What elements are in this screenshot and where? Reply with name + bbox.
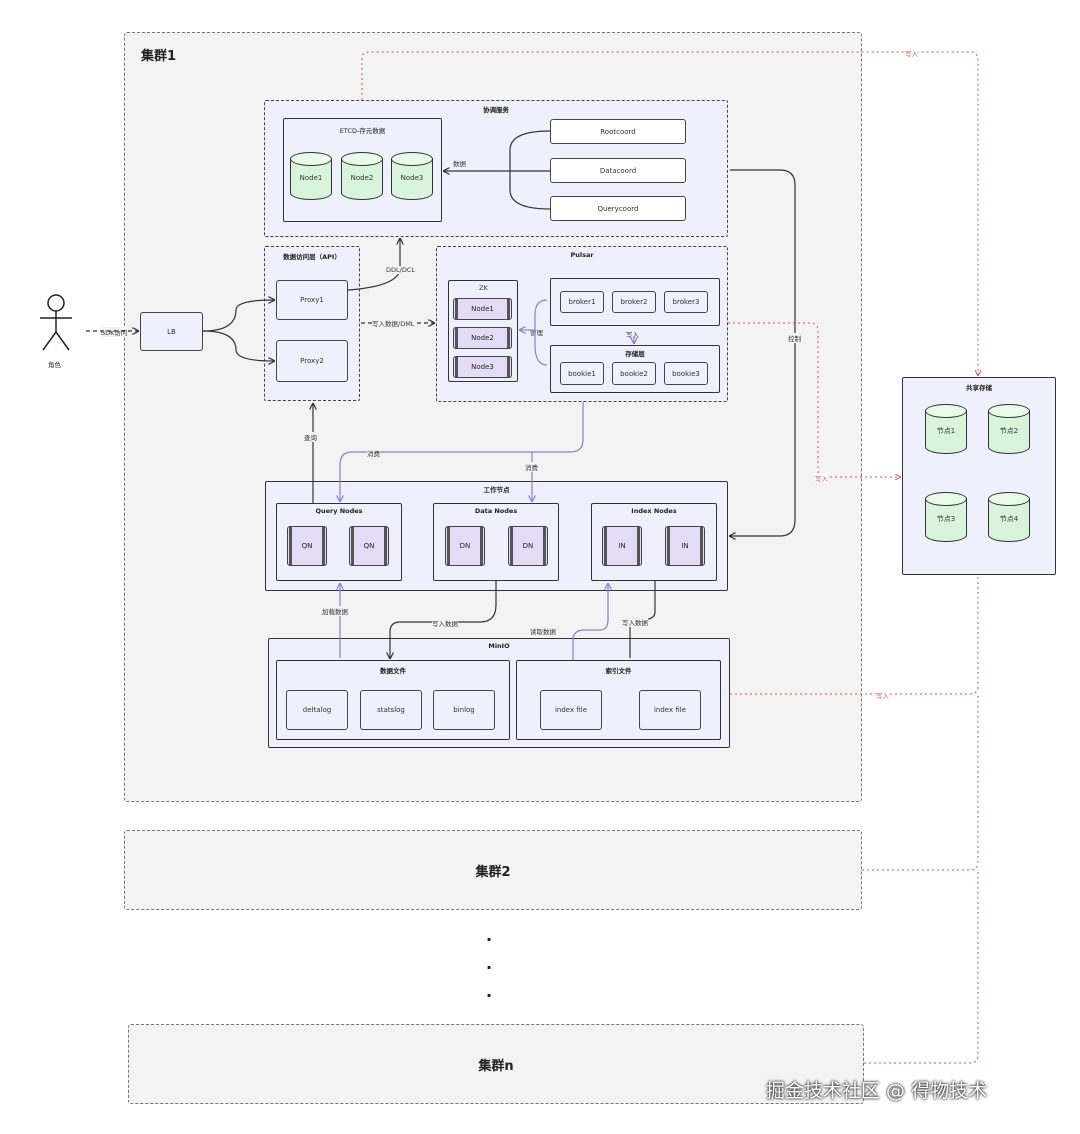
data-files-title: 数据文件 — [380, 667, 406, 675]
lb-box: LB — [140, 312, 203, 351]
index-file-2-box: index file — [639, 690, 701, 730]
rootcoord-box: Rootcoord — [550, 119, 686, 144]
broker-2-box: broker2 — [612, 291, 656, 313]
etcd-node-1-label: Node1 — [299, 174, 323, 182]
write-minio-shared-label: 写入 — [876, 690, 889, 700]
shared-node-2-cylinder: 节点2 — [988, 404, 1030, 454]
shared-storage-title: 共享存储 — [966, 384, 992, 392]
consume-label-2: 消费 — [525, 462, 538, 472]
shared-node-1-label: 节点1 — [936, 427, 956, 435]
etcd-node-3-cylinder: Node3 — [391, 152, 433, 200]
etcd-node-2-cylinder: Node2 — [341, 152, 383, 200]
query-label: 查询 — [304, 432, 317, 442]
cluster-n-title: 集群n — [478, 1058, 514, 1074]
write-data-label: 写入数据 — [432, 618, 458, 628]
write-dml-label: 写入数据/DML — [372, 318, 415, 328]
cluster-2-title: 集群2 — [475, 864, 511, 880]
sdk-access-label: SDK访问 — [101, 327, 128, 337]
write-data-label-2: 写入数据 — [622, 617, 648, 627]
pulsar-title: Pulsar — [570, 251, 594, 259]
shared-node-2-label: 节点2 — [999, 427, 1019, 435]
data-nodes-title: Data Nodes — [474, 507, 518, 515]
coord-data-label: 数据 — [453, 160, 466, 168]
query-node-1: QN — [287, 526, 327, 566]
query-nodes-title: Query Nodes — [315, 507, 363, 515]
statslog-box: statslog — [360, 690, 422, 730]
binlog-box: binlog — [433, 690, 495, 730]
data-node-2: DN — [508, 526, 548, 566]
deltalog-box: deltalog — [286, 690, 348, 730]
index-files-title: 索引文件 — [605, 667, 632, 675]
etcd-node-3-label: Node3 — [400, 174, 424, 182]
pulsar-write-label: 写入 — [626, 331, 639, 339]
broker-3-box: broker3 — [664, 291, 708, 313]
control-label: 控制 — [788, 333, 801, 343]
proxy-2-box: Proxy2 — [276, 340, 348, 382]
querycoord-box: Querycoord — [550, 196, 686, 221]
write-etcd-shared-label: 写入 — [905, 48, 918, 58]
index-node-1: IN — [602, 526, 642, 566]
ellipsis-3: · — [486, 986, 493, 1005]
ellipsis-2: · — [486, 958, 493, 977]
datacoord-box: Datacoord — [550, 158, 686, 183]
ddl-dcl-label: DDL/DCL — [386, 266, 415, 274]
etcd-node-2-label: Node2 — [350, 174, 374, 182]
read-data-label: 读取数据 — [530, 626, 556, 636]
index-file-1-box: index file — [540, 690, 602, 730]
zk-node-3: Node3 — [453, 356, 512, 378]
watermark-text: 掘金技术社区 @ 得物技术 — [766, 1080, 988, 1102]
user-label: 角色 — [48, 361, 61, 369]
bookie-2-box: bookie2 — [612, 362, 656, 385]
etcd-title: ETCD-存元数据 — [339, 127, 386, 135]
cluster-2: 集群2 — [124, 830, 862, 910]
write-pulsar-shared-label: 写入 — [815, 473, 828, 483]
shared-node-4-label: 节点4 — [999, 515, 1019, 523]
data-node-1: DN — [445, 526, 485, 566]
worker-nodes-title: 工作节点 — [483, 486, 510, 494]
consume-label-1: 消费 — [367, 448, 380, 458]
bookie-1-box: bookie1 — [560, 362, 604, 385]
proxy-1-box: Proxy1 — [276, 280, 348, 320]
user-actor-icon — [40, 294, 72, 351]
load-data-label: 加载数据 — [322, 606, 348, 616]
minio-title: MinIO — [488, 642, 510, 650]
index-node-2: IN — [665, 526, 705, 566]
pulsar-manage-label: 管理 — [530, 327, 543, 337]
etcd-node-1-cylinder: Node1 — [290, 152, 332, 200]
shared-node-4-cylinder: 节点4 — [988, 492, 1030, 542]
index-nodes-title: Index Nodes — [631, 507, 677, 515]
cluster-n: 集群n — [128, 1024, 864, 1104]
shared-node-1-cylinder: 节点1 — [925, 404, 967, 454]
storage-layer-title: 存储层 — [625, 350, 645, 358]
cluster-1-title: 集群1 — [141, 49, 177, 64]
shared-node-3-label: 节点3 — [936, 515, 956, 523]
query-node-2: QN — [349, 526, 389, 566]
coord-service-title: 协调服务 — [483, 106, 509, 114]
access-layer-title: 数据访问层（API） — [283, 253, 341, 261]
zk-node-1: Node1 — [453, 298, 512, 320]
shared-node-3-cylinder: 节点3 — [925, 492, 967, 542]
ellipsis-1: · — [486, 930, 493, 949]
bookie-3-box: bookie3 — [664, 362, 708, 385]
broker-1-box: broker1 — [560, 291, 604, 313]
zk-title: ZK — [479, 284, 488, 292]
zk-node-2: Node2 — [453, 327, 512, 349]
